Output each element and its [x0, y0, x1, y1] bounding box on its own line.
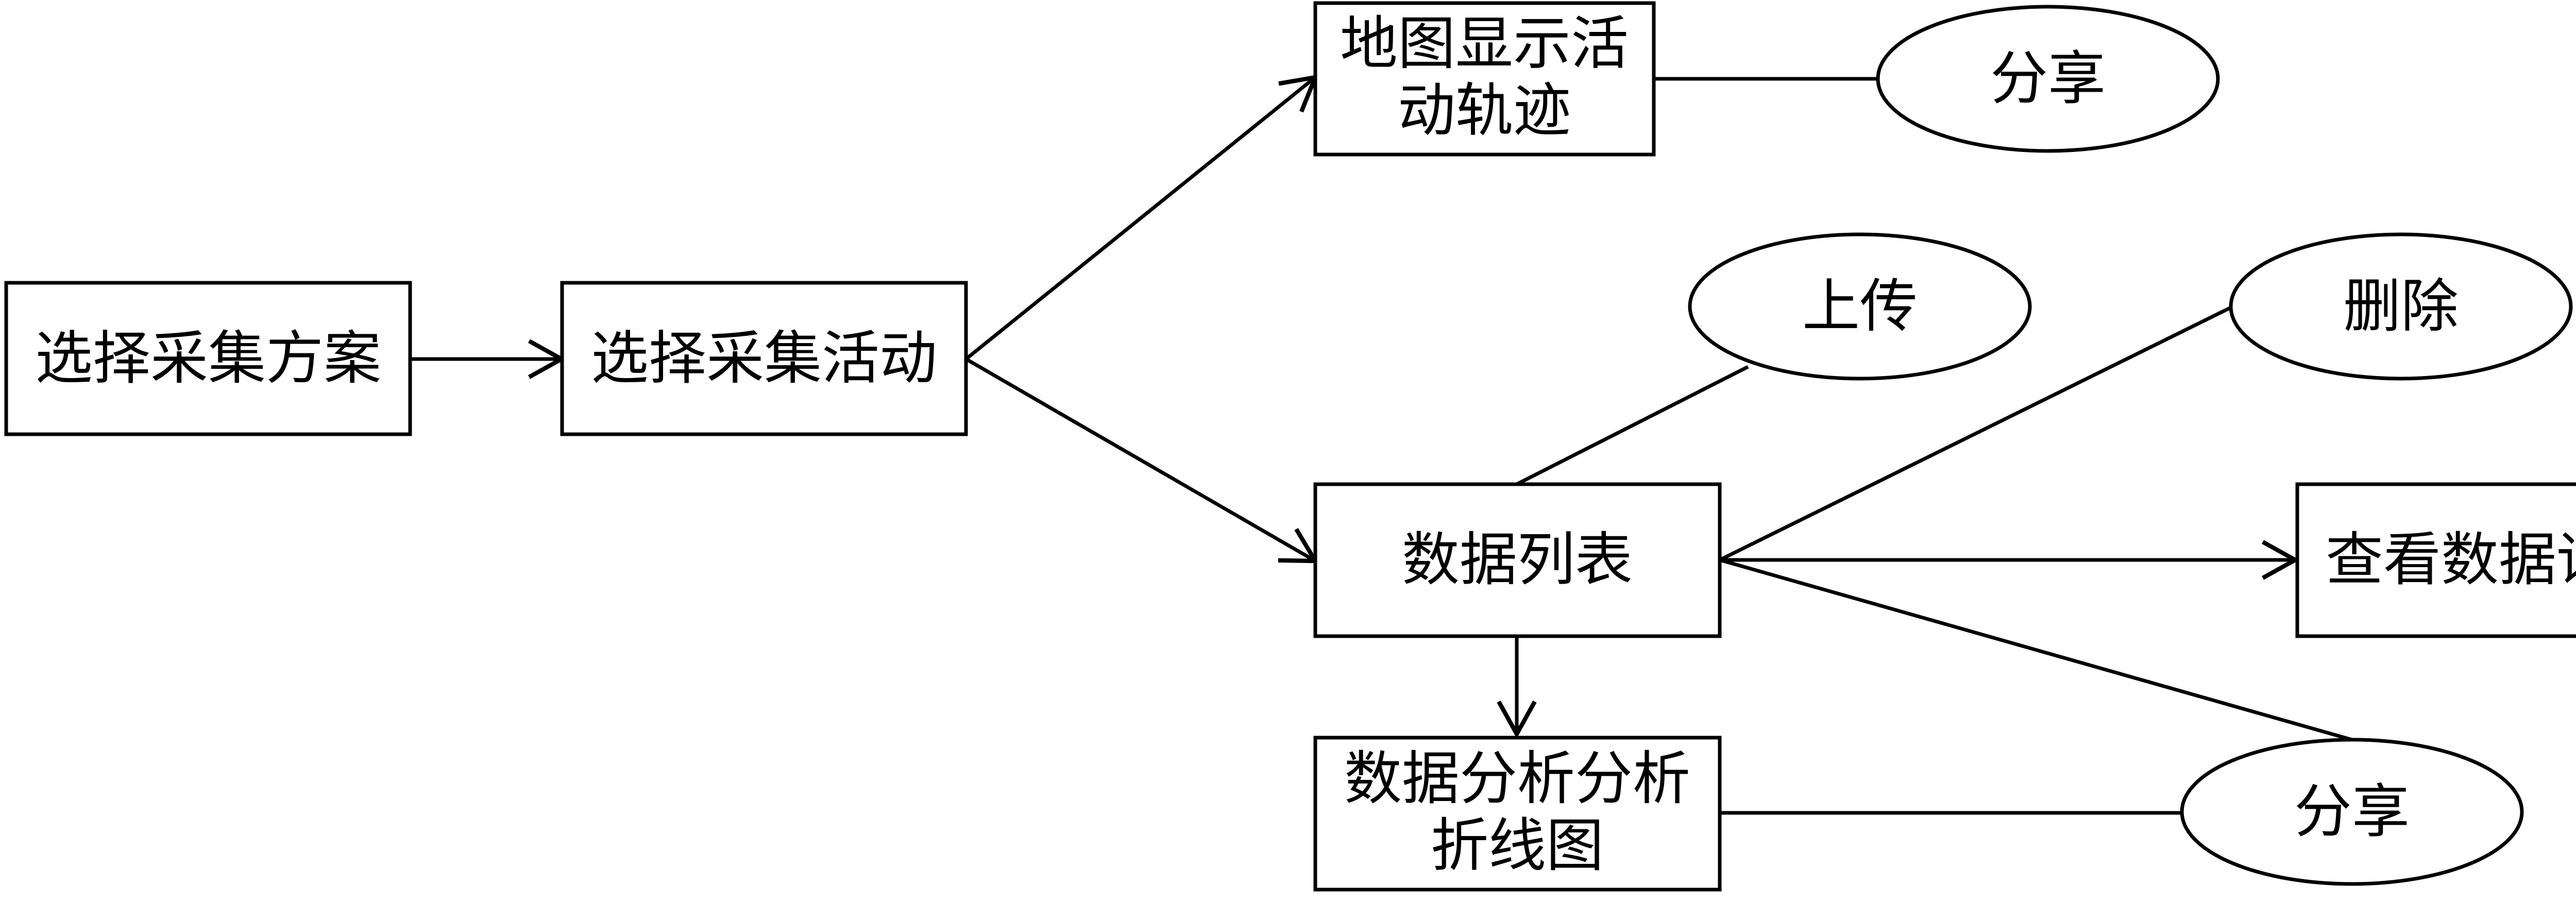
edge-list-to-share: [1719, 558, 2352, 742]
node-view-details: [2295, 482, 2576, 638]
label-share-top: 分享: [1990, 45, 2106, 112]
edge-activity-to-map: [964, 74, 1319, 361]
edge-activity-to-list: [965, 357, 1319, 564]
label-select-scheme: 选择采集方案: [35, 325, 381, 392]
node-select-scheme: [4, 281, 412, 436]
label-analysis-line2: 折线图: [1431, 812, 1604, 879]
node-select-activity: [560, 281, 968, 436]
label-select-activity: 选择采集活动: [591, 325, 937, 392]
edge-list-to-delete: [1719, 305, 2232, 562]
edge-list-to-upload: [1516, 365, 1749, 486]
label-map-track-line2: 动轨迹: [1398, 77, 1571, 144]
label-share-bottom: 分享: [2294, 778, 2410, 845]
label-analysis-line1: 数据分析分析: [1344, 745, 1690, 812]
node-analysis: [1313, 736, 1722, 892]
label-map-track-line1: 地图显示活: [1340, 10, 1629, 77]
node-map-track: [1313, 1, 1656, 157]
node-upload: [1688, 232, 2032, 381]
node-delete: [2229, 232, 2573, 381]
label-delete: 删除: [2343, 273, 2459, 340]
label-data-list: 数据列表: [1402, 526, 1633, 593]
node-data-list: [1313, 482, 1722, 638]
label-upload: 上传: [1802, 273, 1918, 340]
label-view-details: 查看数据详情: [2326, 526, 2576, 593]
node-share-top: [1876, 5, 2220, 153]
node-share-bottom: [2180, 738, 2524, 886]
